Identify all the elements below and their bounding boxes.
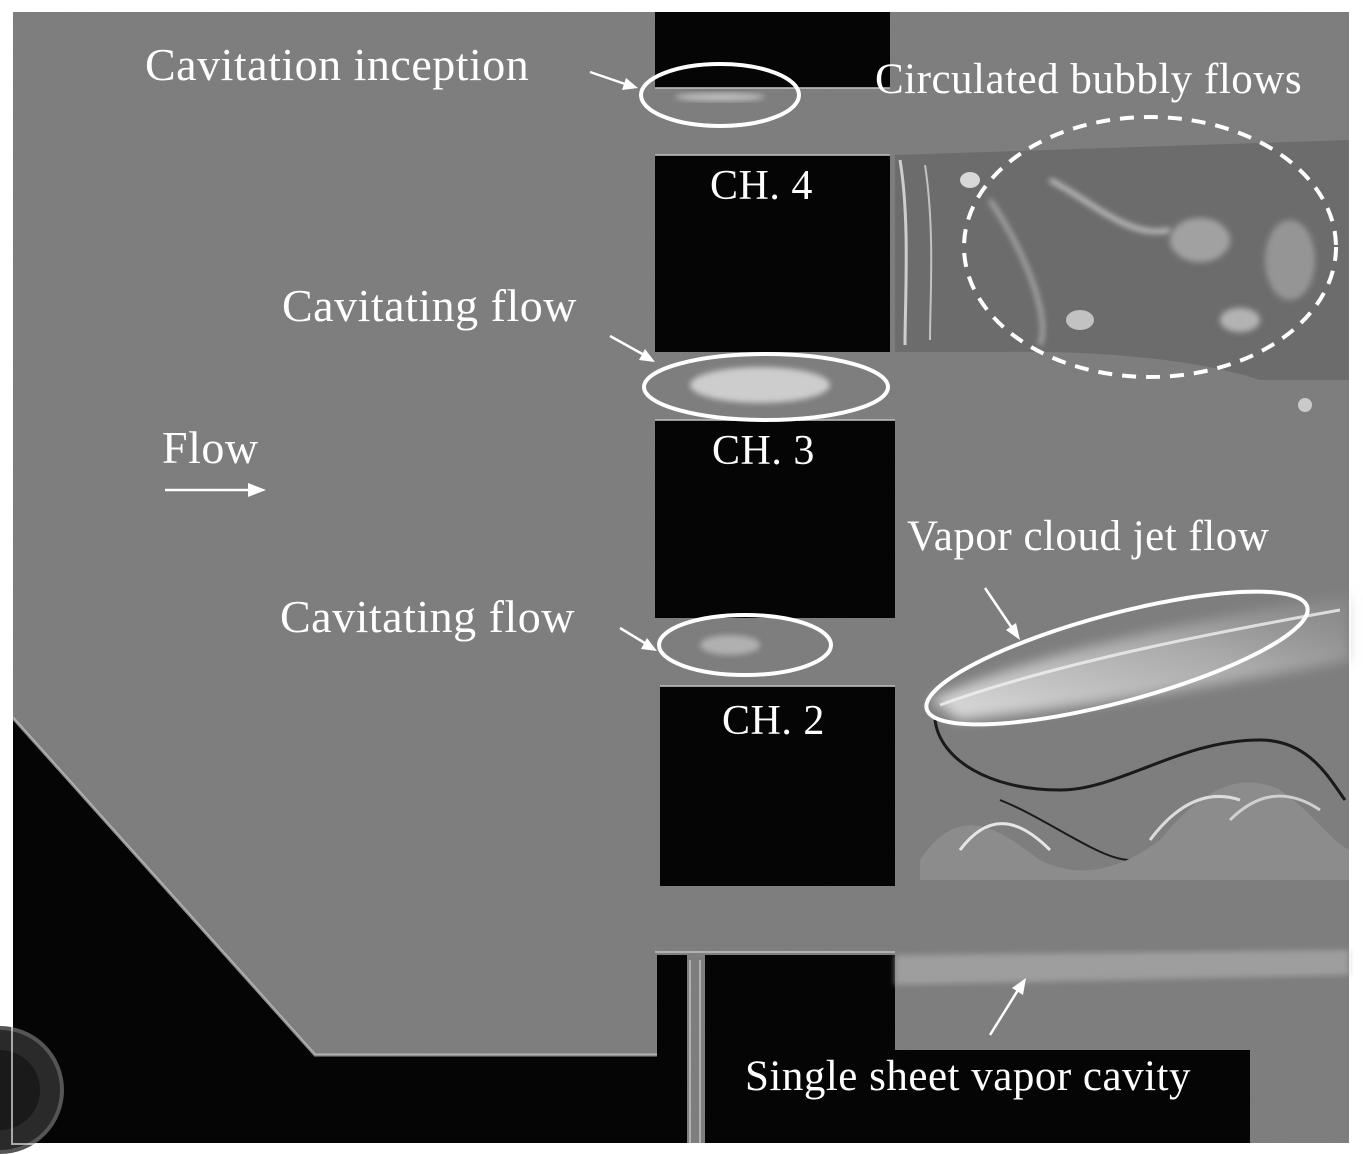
- inception-arrow: [589, 70, 638, 90]
- label-cavitating-flow-lower: Cavitating flow: [280, 591, 575, 642]
- block-top: [655, 12, 890, 88]
- block-bottom-left: [657, 955, 687, 1143]
- cavitation-inception-blob: [675, 93, 765, 101]
- label-circulated-bubbly-flows: Circulated bubbly flows: [875, 56, 1303, 103]
- block-bottom: [705, 955, 895, 1143]
- block-ch4: [655, 155, 890, 352]
- cavitating-ellipse-lower: [657, 613, 833, 677]
- cavitation-blob-ch3: [690, 367, 830, 403]
- label-cavitating-flow-upper: Cavitating flow: [282, 280, 577, 331]
- vapor-jet-region: [920, 595, 1349, 880]
- cavitating-ellipse-upper: [642, 352, 890, 422]
- inception-ellipse: [639, 62, 801, 128]
- label-flow: Flow: [162, 422, 259, 473]
- label-vapor-cloud-jet-flow: Vapor cloud jet flow: [907, 513, 1270, 560]
- bubbly-dashed-ellipse: [962, 115, 1338, 379]
- lower-left-body: [13, 718, 665, 1143]
- label-cavitation-inception: Cavitation inception: [145, 39, 530, 90]
- bubbly-flow-region: [895, 140, 1349, 412]
- block-ch3: [655, 420, 895, 618]
- label-ch2: CH. 2: [722, 698, 825, 744]
- label-ch3: CH. 3: [712, 428, 815, 474]
- sheet-cavity: [895, 950, 1349, 985]
- flow-arrow: [165, 483, 266, 497]
- jet-arrow: [983, 587, 1020, 640]
- cavitating-lower-arrow: [619, 626, 657, 651]
- block-ch2: [660, 686, 895, 886]
- block-bottom-right: [895, 1050, 1250, 1143]
- photo-frame: [11, 10, 1351, 1145]
- cavitating-upper-arrow: [609, 334, 655, 362]
- label-single-sheet-vapor-cavity: Single sheet vapor cavity: [745, 1053, 1191, 1100]
- jet-ellipse: [924, 589, 1310, 727]
- label-ch4: CH. 4: [710, 163, 813, 209]
- cavitation-blob-ch2: [700, 635, 760, 655]
- sheet-arrow: [988, 978, 1026, 1036]
